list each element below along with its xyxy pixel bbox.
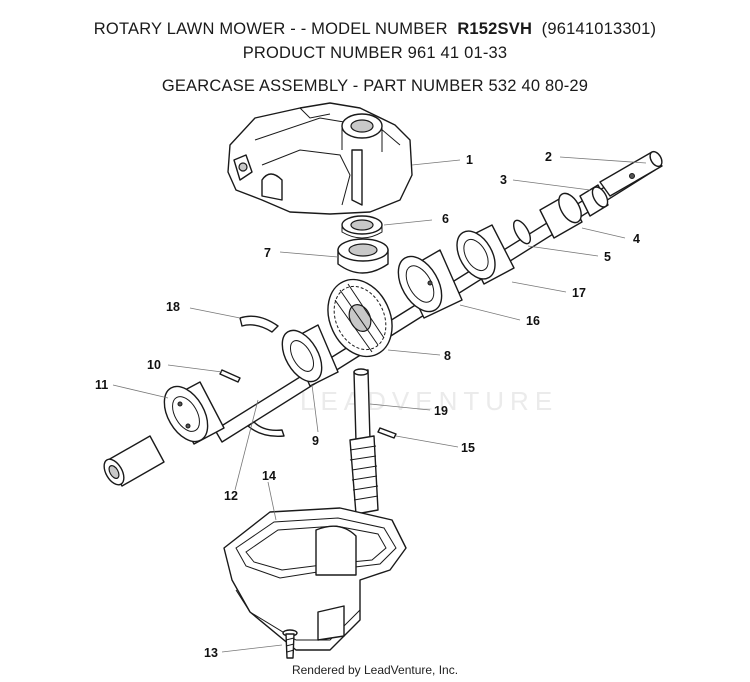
callout-5: 5 xyxy=(604,250,611,264)
clutch-cup-9[interactable] xyxy=(274,324,339,388)
model-code: (96141013301) xyxy=(541,20,657,38)
clutch-cup-16[interactable] xyxy=(389,249,463,319)
callout-2: 2 xyxy=(545,150,552,164)
callout-1: 1 xyxy=(466,153,473,167)
roll-pin-10[interactable] xyxy=(219,369,241,383)
callout-13: 13 xyxy=(204,646,218,660)
callout-18: 18 xyxy=(166,300,180,314)
half-key-18[interactable] xyxy=(239,315,285,437)
upper-gearcase-housing[interactable] xyxy=(227,102,413,215)
callout-17: 17 xyxy=(572,286,586,300)
title-prefix: ROTARY LAWN MOWER - - MODEL NUMBER xyxy=(93,20,448,38)
callout-11: 11 xyxy=(95,378,108,392)
bushing-4[interactable] xyxy=(539,190,586,239)
model-number: R152SVH xyxy=(457,20,533,38)
worm-gear-8[interactable] xyxy=(316,269,404,367)
callout-12: 12 xyxy=(224,489,238,503)
screw-13[interactable] xyxy=(282,629,298,659)
callout-15: 15 xyxy=(461,441,475,455)
callout-8: 8 xyxy=(444,349,451,363)
callout-numbers: 1 2 3 4 5 6 7 8 9 10 11 12 13 14 15 16 1… xyxy=(95,150,640,660)
lower-gearcase-housing[interactable] xyxy=(223,507,407,651)
watermark-text: LEADVENTURE xyxy=(300,386,558,416)
callout-4: 4 xyxy=(633,232,640,246)
render-credit: Rendered by LeadVenture, Inc. xyxy=(291,663,459,677)
washer-5[interactable] xyxy=(510,218,533,247)
callout-14: 14 xyxy=(262,469,276,483)
title-line-model: ROTARY LAWN MOWER - - MODEL NUMBER R152S… xyxy=(0,20,750,39)
clutch-cone-11[interactable] xyxy=(155,379,225,449)
callout-3: 3 xyxy=(500,173,507,187)
callout-9: 9 xyxy=(312,434,319,448)
worm-shaft-19[interactable] xyxy=(349,368,379,515)
leader-lines xyxy=(112,156,647,653)
title-line-assembly: GEARCASE ASSEMBLY - PART NUMBER 532 40 8… xyxy=(161,77,589,95)
bearing-small[interactable] xyxy=(341,215,383,239)
callout-10: 10 xyxy=(147,358,161,372)
collar-3[interactable] xyxy=(579,184,611,217)
callout-6: 6 xyxy=(442,212,449,226)
shaft-end-pin-2[interactable] xyxy=(599,150,664,197)
clutch-cone-17[interactable] xyxy=(449,224,515,285)
roll-pin-15[interactable] xyxy=(377,427,397,439)
callout-16: 16 xyxy=(526,314,540,328)
title-line-product: PRODUCT NUMBER 961 41 01-33 xyxy=(242,44,508,62)
bearing-large[interactable] xyxy=(337,238,389,274)
callout-7: 7 xyxy=(264,246,271,260)
callout-19: 19 xyxy=(434,404,448,418)
shaft-end-left[interactable] xyxy=(100,435,165,488)
